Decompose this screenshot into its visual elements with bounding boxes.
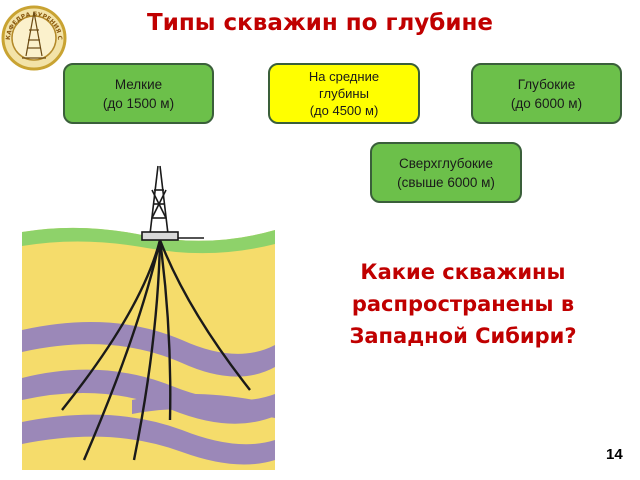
derrick-icon [141,165,204,241]
category-name-line2: глубины [319,86,369,101]
question-line: Западной Сибири? [349,324,577,348]
category-name-line1: На средние [308,69,380,84]
question-line: Какие скважины [360,260,566,284]
stratum-band [22,369,275,424]
stratum-band [22,322,275,377]
wellbores [61,239,251,461]
stratum-band [132,393,275,418]
department-logo: КАФЕДРА БУРЕНИЯ СКВАЖИН [0,0,67,71]
page-title: Типы скважин по глубине [147,10,493,36]
category-name: Мелкие [114,76,163,92]
category-medium: На средние глубины (до 4500 м) [268,63,420,124]
derrick-emblem-icon [22,11,46,59]
question-text: Какие скважины распространены в Западной… [318,256,608,352]
category-shallow: Мелкие (до 1500 м) [63,63,214,124]
category-range: (до 4500 м) [309,103,379,118]
page-number: 14 [606,446,623,463]
question-line: распространены в [351,292,575,316]
category-range: (до 6000 м) [510,95,583,111]
category-ultra-deep: Сверхглубокие (свыше 6000 м) [370,142,522,203]
category-range: (свыше 6000 м) [397,174,495,190]
oil-well-derrick-illustration [22,165,275,470]
category-name: Глубокие [517,76,576,92]
category-name: Сверхглубокие [399,155,493,171]
stratum-band [22,414,275,465]
category-range: (до 1500 м) [102,95,175,111]
category-deep: Глубокие (до 6000 м) [471,63,622,124]
